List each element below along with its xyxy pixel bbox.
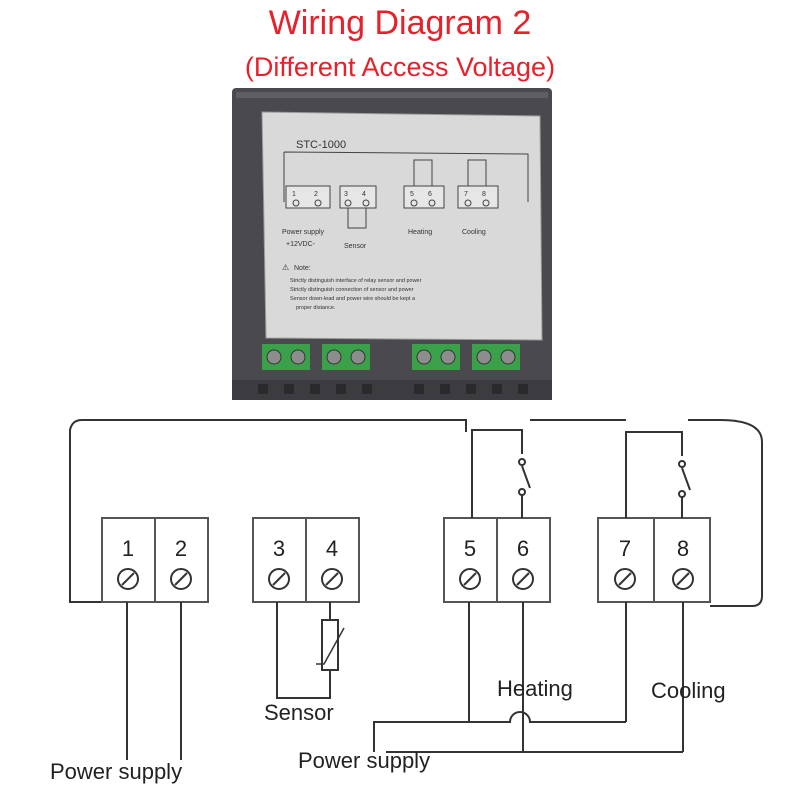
device-note-3: Sensor down-lead and power wire should b…	[290, 296, 416, 302]
label-cooling: Cooling	[651, 678, 726, 703]
thermistor-symbol	[321, 619, 339, 671]
terminal-number-4: 4	[326, 536, 338, 561]
label-power-supply-left: Power supply	[50, 759, 182, 784]
device-label-voltage: +12VDC-	[286, 241, 316, 248]
device-note-4: proper distance.	[296, 305, 336, 311]
device-note-1: Strictly distinguish interface of relay …	[290, 278, 422, 284]
terminal-number-2: 2	[175, 536, 187, 561]
label-sensor: Sensor	[264, 700, 334, 725]
device-note-title: Note:	[294, 265, 311, 272]
label-heating: Heating	[497, 676, 573, 701]
device-terminal-4: 4	[362, 191, 366, 198]
thermostat-device: STC-1000 1 2 3 4 5 6 7 8	[232, 88, 552, 400]
terminal-number-8: 8	[677, 536, 689, 561]
device-label-power: Power supply	[282, 229, 325, 236]
terminal-number-6: 6	[517, 536, 529, 561]
device-label-heating: Heating	[408, 229, 432, 236]
cooling-relay-switch	[681, 467, 691, 491]
device-note-2: Strictly distinguish connection of senso…	[290, 287, 414, 293]
wiring-diagram	[68, 419, 763, 760]
device-panel	[261, 111, 543, 341]
sensor-wire-3	[276, 602, 331, 699]
casing-outline-left	[68, 419, 467, 603]
diagram-subtitle: (Different Access Voltage)	[244, 52, 556, 82]
device-label-sensor: Sensor	[344, 243, 367, 250]
heating-relay-switch	[521, 465, 531, 489]
terminal-number-1: 1	[122, 536, 134, 561]
casing-outline-right	[530, 419, 763, 607]
device-terminal-5: 5	[410, 191, 414, 198]
diagram-title: Wiring Diagram 2	[268, 4, 532, 42]
device-terminal-2: 2	[314, 191, 318, 198]
terminal-number-3: 3	[273, 536, 285, 561]
device-terminal-3: 3	[344, 191, 348, 198]
warning-icon: ⚠	[282, 263, 289, 272]
device-screw-terminals	[262, 344, 520, 370]
label-power-supply-center: Power supply	[298, 748, 430, 773]
device-label-cooling: Cooling	[462, 229, 486, 236]
heating-relay-wire	[471, 429, 523, 518]
terminal-number-5: 5	[464, 536, 476, 561]
power-bus-top	[373, 711, 626, 752]
cooling-relay-wire	[625, 431, 683, 518]
device-terminal-1: 1	[292, 191, 296, 198]
device-terminal-8: 8	[482, 191, 486, 198]
device-model-label: STC-1000	[296, 139, 346, 151]
device-terminal-7: 7	[464, 191, 468, 198]
device-terminal-6: 6	[428, 191, 432, 198]
terminal-number-7: 7	[619, 536, 631, 561]
